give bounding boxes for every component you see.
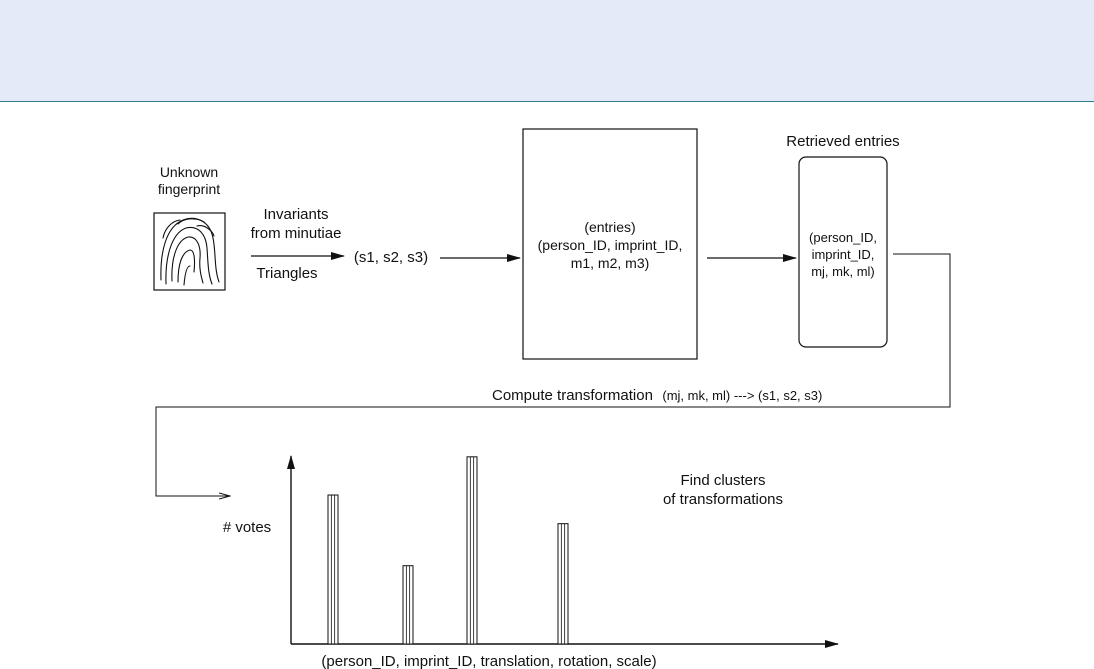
invariants-label-line1: Invariants — [263, 206, 328, 223]
histogram-bar-outline — [327, 494, 339, 645]
histogram-bar — [327, 494, 339, 645]
database-line3: m1, m2, m3) — [571, 255, 650, 271]
retrieved-entries-title: Retrieved entries — [786, 133, 899, 150]
compute-transformation-detail: (mj, mk, ml) ---> (s1, s2, s3) — [662, 388, 822, 403]
feedback-connector — [155, 253, 951, 496]
retrieved-entries-box — [798, 156, 888, 348]
histogram-bars — [327, 456, 569, 645]
retrieved-line3: mj, mk, ml) — [811, 264, 875, 279]
compute-transformation-label: Compute transformation (mj, mk, ml) --->… — [492, 387, 822, 404]
retrieved-line1: (person_ID, — [809, 230, 877, 245]
triangles-label: Triangles — [256, 265, 317, 282]
y-axis-label: # votes — [223, 519, 271, 536]
find-clusters-line2: of transformations — [663, 491, 783, 508]
fingerprint-icon — [153, 212, 226, 291]
x-axis-label: (person_ID, imprint_ID, translation, rot… — [321, 653, 656, 669]
histogram-bar-outline — [402, 565, 414, 645]
database-line2: (person_ID, imprint_ID, — [538, 237, 683, 253]
histogram-bar-outline — [557, 523, 569, 645]
histogram-bar — [557, 523, 569, 645]
histogram-bar — [466, 456, 478, 645]
compute-transformation-main: Compute transformation — [492, 387, 653, 404]
database-line1: (entries) — [584, 219, 635, 235]
invariant-triple-label: (s1, s2, s3) — [354, 249, 428, 266]
invariants-label-line2: from minutiae — [251, 225, 342, 242]
find-clusters-line1: Find clusters — [680, 472, 765, 489]
unknown-fingerprint-label-line1: Unknown — [160, 164, 218, 180]
unknown-fingerprint-label-line2: fingerprint — [158, 181, 220, 197]
retrieved-line2: imprint_ID, — [812, 247, 875, 262]
database-box — [522, 128, 698, 360]
vote-histogram — [287, 455, 839, 648]
histogram-bar — [402, 565, 414, 645]
histogram-bar-outline — [466, 456, 478, 645]
header-band — [0, 0, 1094, 102]
